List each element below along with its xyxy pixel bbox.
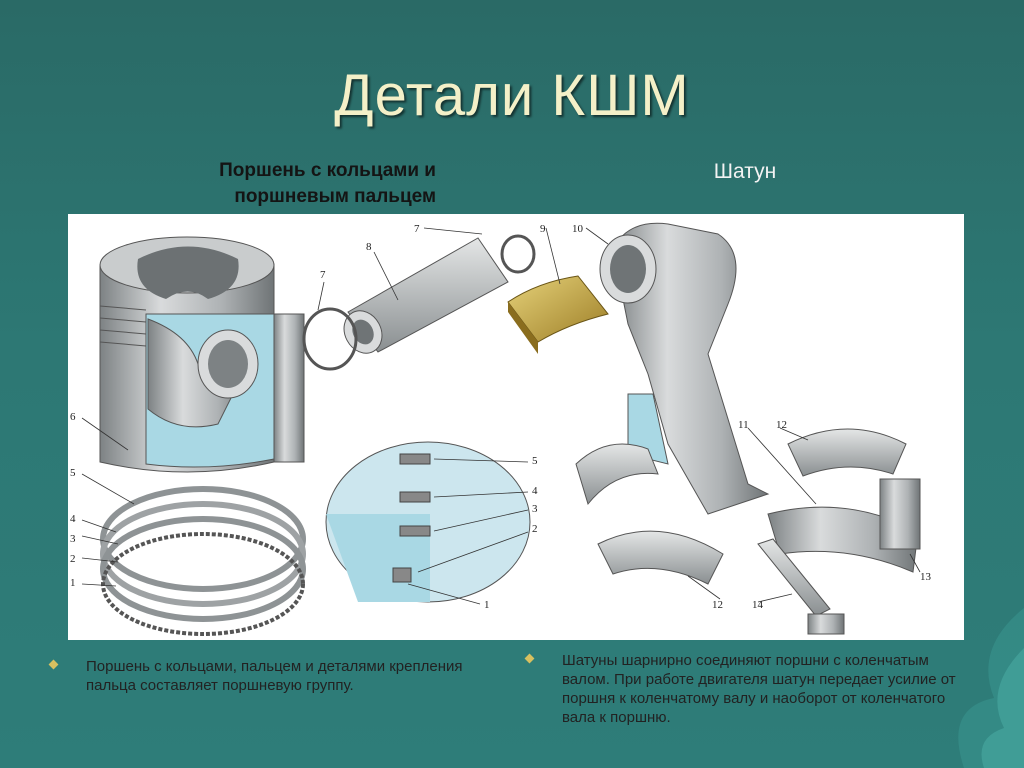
callout-liner-9: 9 xyxy=(540,223,546,235)
piston-group-bullet: Поршень с кольцами, пальцем и деталями к… xyxy=(48,657,470,695)
callout-labels: 6 5 4 3 2 1 7 8 7 9 5 4 3 2 1 10 11 12 1… xyxy=(70,223,932,611)
callout-pin-8: 8 xyxy=(366,241,372,253)
callout-5: 5 xyxy=(70,467,76,479)
connecting-rod xyxy=(599,222,770,515)
retaining-ring-left xyxy=(302,307,358,371)
parts-illustration: 6 5 4 3 2 1 7 8 7 9 5 4 3 2 1 10 11 12 1… xyxy=(68,214,964,640)
bushing xyxy=(507,275,609,354)
callout-rod-11: 11 xyxy=(738,419,749,431)
callout-pin-7-top: 7 xyxy=(414,223,420,235)
callout-6: 6 xyxy=(70,411,76,423)
piston-group-text: Поршень с кольцами, пальцем и деталями к… xyxy=(86,658,463,694)
connecting-rod-heading: Шатун xyxy=(713,160,777,183)
callout-rod-12-top: 12 xyxy=(776,419,787,431)
parts-drawing: 6 5 4 3 2 1 7 8 7 9 5 4 3 2 1 10 11 12 1… xyxy=(70,222,932,636)
callout-3: 3 xyxy=(70,533,76,545)
callout-1: 1 xyxy=(70,577,76,589)
callout-rod-13: 13 xyxy=(920,571,932,583)
callout-detail-1: 1 xyxy=(484,599,490,611)
rod-bearing-shells xyxy=(575,428,921,585)
callout-2: 2 xyxy=(70,553,76,565)
callout-detail-5: 5 xyxy=(532,455,538,467)
callout-4: 4 xyxy=(70,513,76,525)
callout-detail-2: 2 xyxy=(532,523,538,535)
callout-rod-12-bottom: 12 xyxy=(712,599,723,611)
connecting-rod-bullet: Шатуны шарнирно соединяют поршни с колен… xyxy=(524,651,976,727)
piston-rings xyxy=(100,486,306,636)
callout-pin-7-left: 7 xyxy=(320,269,326,281)
piston xyxy=(99,236,305,473)
corner-decoration xyxy=(958,608,1024,768)
slide-title: Детали КШМ xyxy=(334,63,690,128)
rod-bolt xyxy=(757,538,845,635)
piston-heading: Поршень с кольцами и поршневым пальцем xyxy=(219,160,436,207)
piston-pin xyxy=(343,237,509,354)
callout-detail-4: 4 xyxy=(532,485,538,497)
retaining-ring-right xyxy=(500,234,536,274)
ring-groove-detail xyxy=(325,441,531,603)
connecting-rod-text: Шатуны шарнирно соединяют поршни с колен… xyxy=(562,652,956,726)
callout-rod-10: 10 xyxy=(572,223,584,235)
callout-detail-3: 3 xyxy=(532,503,538,515)
callout-rod-14: 14 xyxy=(752,599,764,611)
